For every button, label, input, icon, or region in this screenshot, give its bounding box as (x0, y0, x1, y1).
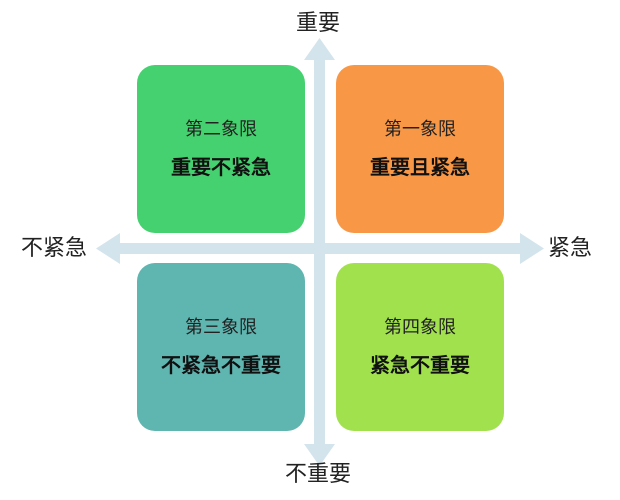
quadrant-title: 第一象限 (384, 119, 456, 140)
left-arrow-icon (96, 233, 120, 264)
axis-label-left: 不紧急 (21, 236, 88, 261)
up-arrow-icon (304, 38, 335, 60)
quadrant-second: 第二象限 重要不紧急 (137, 65, 305, 233)
right-arrow-icon (520, 233, 544, 264)
down-arrow-icon (304, 444, 335, 466)
quadrant-description: 重要不紧急 (171, 155, 271, 179)
quadrant-title: 第三象限 (185, 317, 257, 338)
quadrant-first: 第一象限 重要且紧急 (336, 65, 504, 233)
horizontal-axis-line (112, 243, 530, 254)
quadrant-description: 重要且紧急 (370, 155, 470, 179)
axis-label-right: 紧急 (548, 236, 593, 261)
quadrant-title: 第四象限 (384, 317, 456, 338)
axis-label-top: 重要 (296, 11, 341, 36)
quadrant-title: 第二象限 (185, 119, 257, 140)
quadrant-description: 紧急不重要 (370, 353, 470, 377)
axis-label-bottom: 不重要 (285, 462, 352, 487)
quadrant-fourth: 第四象限 紧急不重要 (336, 263, 504, 431)
quadrant-description: 不紧急不重要 (161, 353, 281, 377)
quadrant-third: 第三象限 不紧急不重要 (137, 263, 305, 431)
